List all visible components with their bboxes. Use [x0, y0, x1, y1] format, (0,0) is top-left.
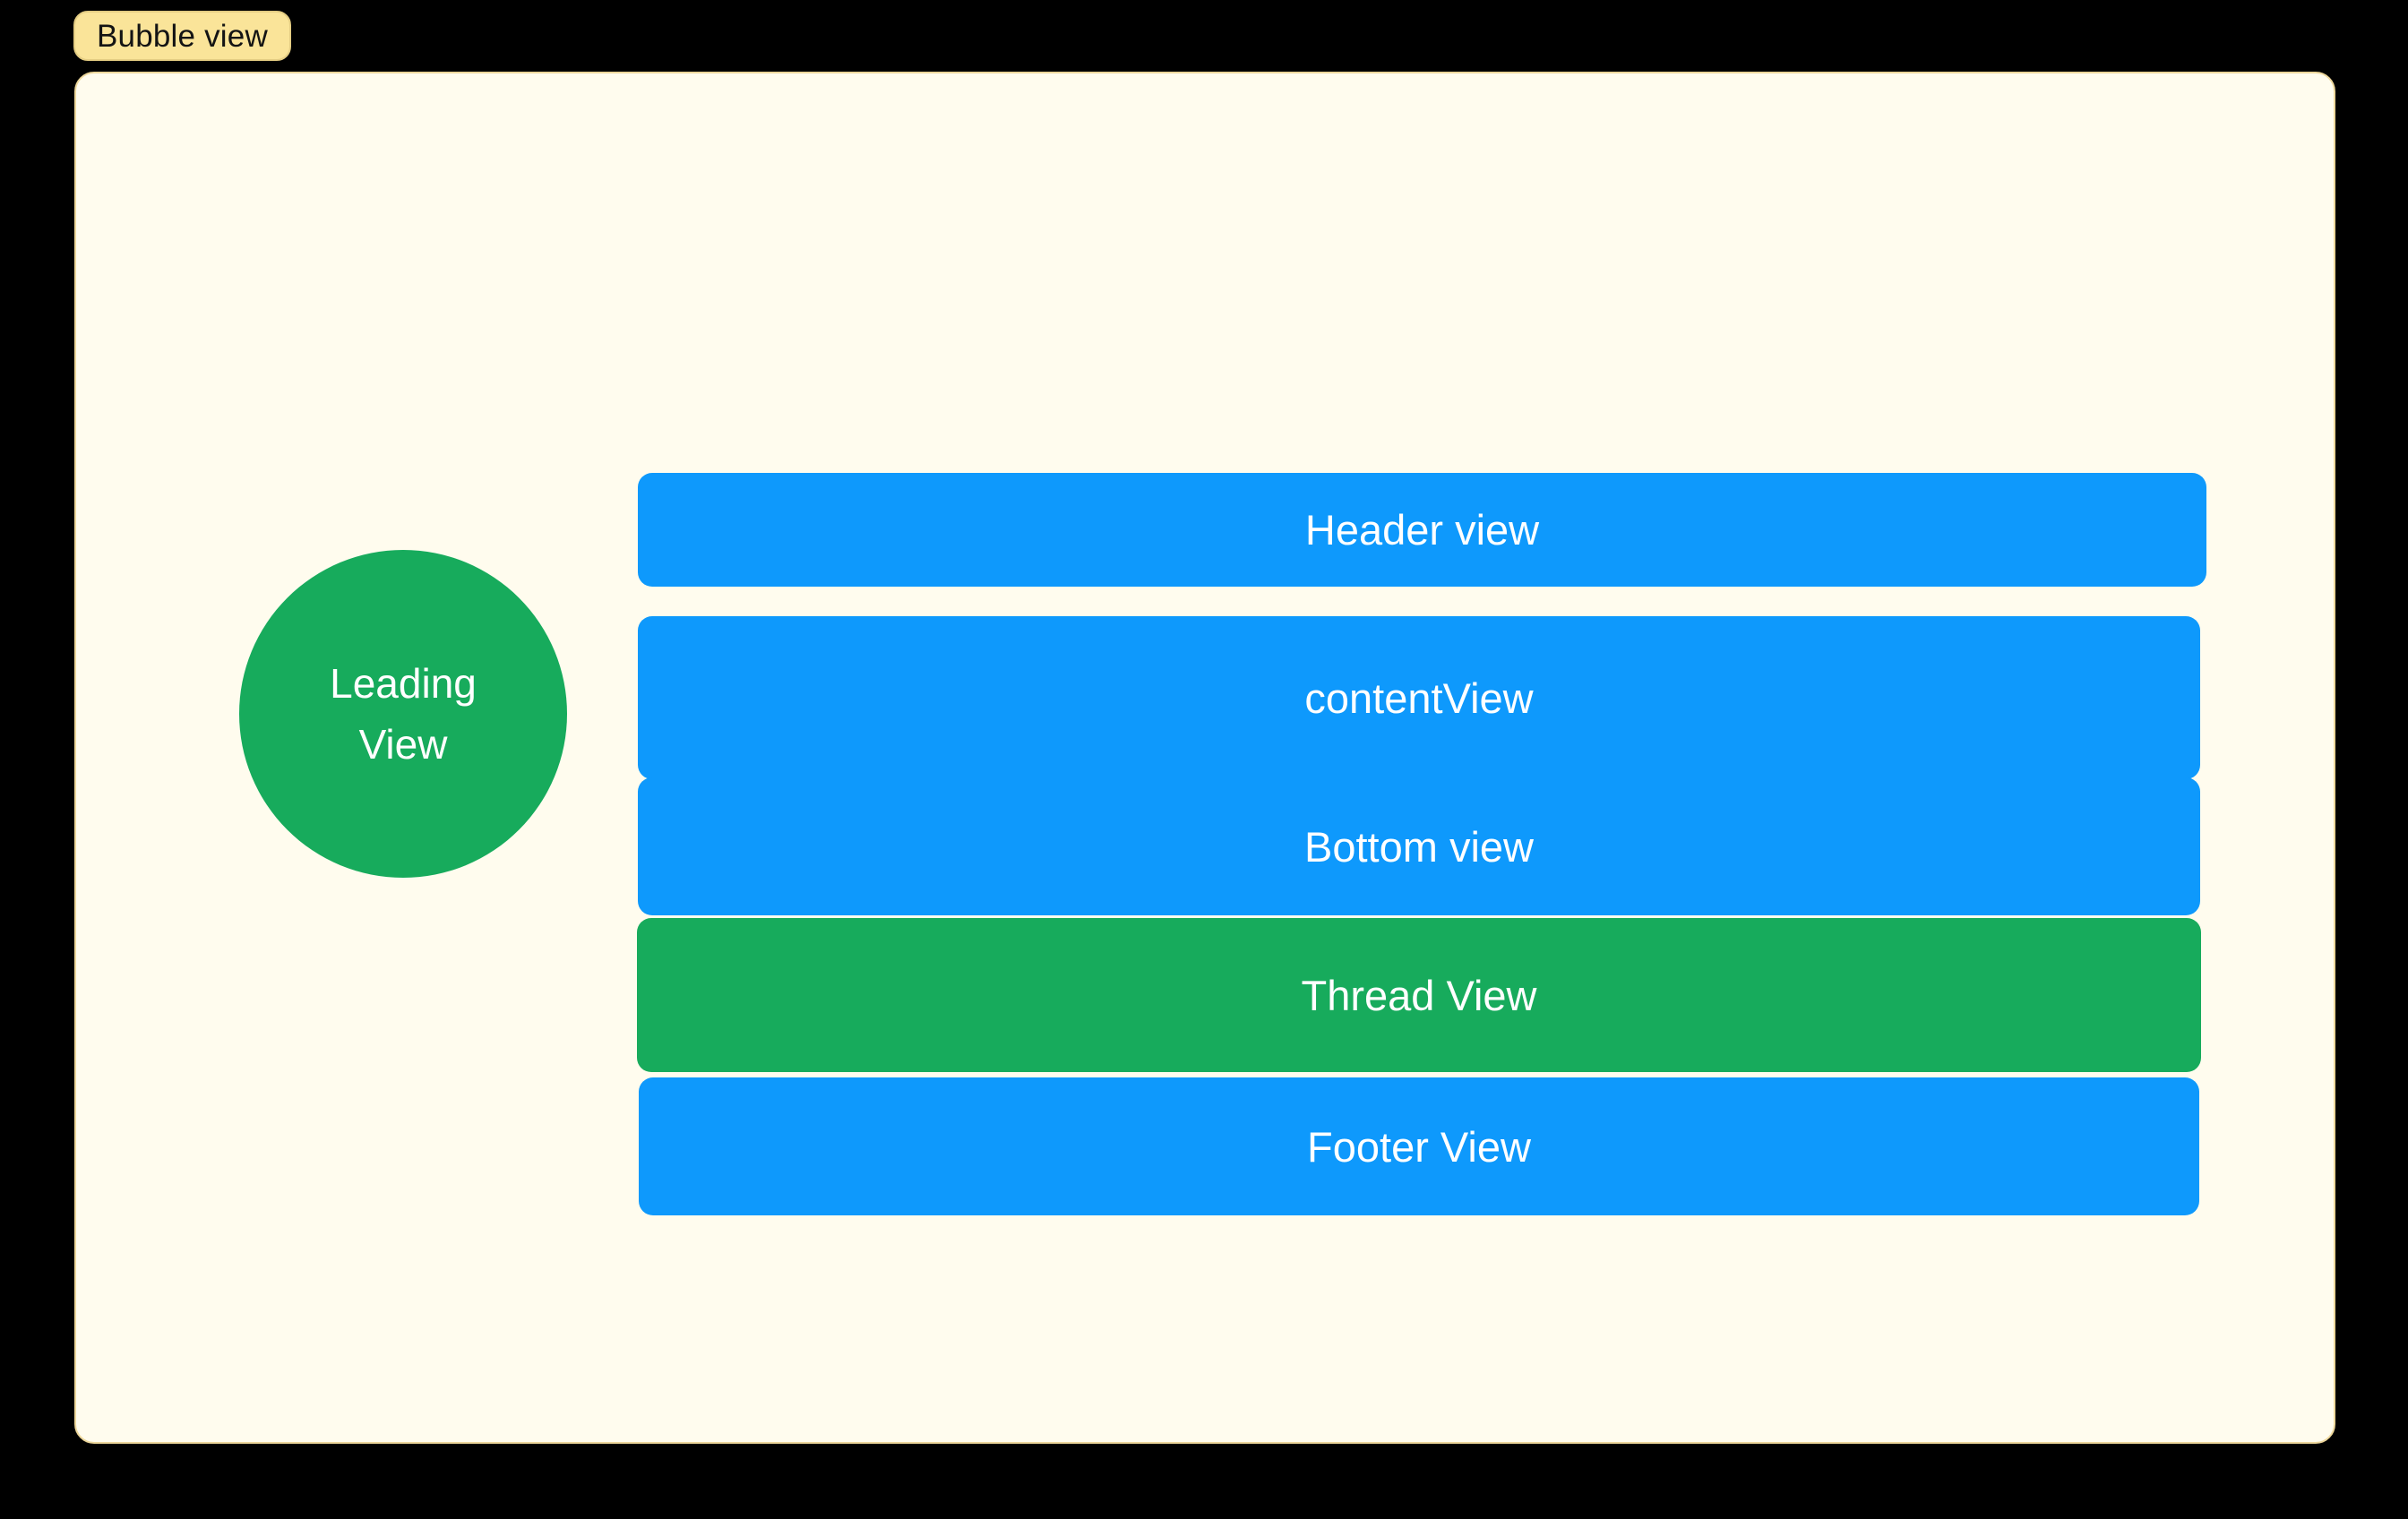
footer-view-label: Footer View: [1307, 1122, 1531, 1171]
leading-view-circle: Leading View: [239, 550, 567, 878]
bubble-view-badge: Bubble view: [73, 11, 291, 61]
thread-view-bar: Thread View: [637, 918, 2201, 1072]
content-view-bar: contentView: [638, 616, 2200, 779]
leading-view-label-line2: View: [358, 721, 448, 768]
thread-view-label: Thread View: [1301, 971, 1537, 1019]
header-view-label: Header view: [1304, 506, 1540, 554]
bottom-view-bar: Bottom view: [638, 777, 2200, 915]
content-view-label: contentView: [1304, 674, 1534, 722]
footer-view-bar: Footer View: [639, 1077, 2199, 1215]
bubble-view-badge-label: Bubble view: [97, 18, 268, 54]
leading-view-label-line1: Leading: [330, 660, 477, 707]
bottom-view-label: Bottom view: [1304, 822, 1534, 871]
bubble-container: Leading View Header view contentView Bot…: [74, 72, 2335, 1444]
header-view-bar: Header view: [638, 473, 2206, 587]
